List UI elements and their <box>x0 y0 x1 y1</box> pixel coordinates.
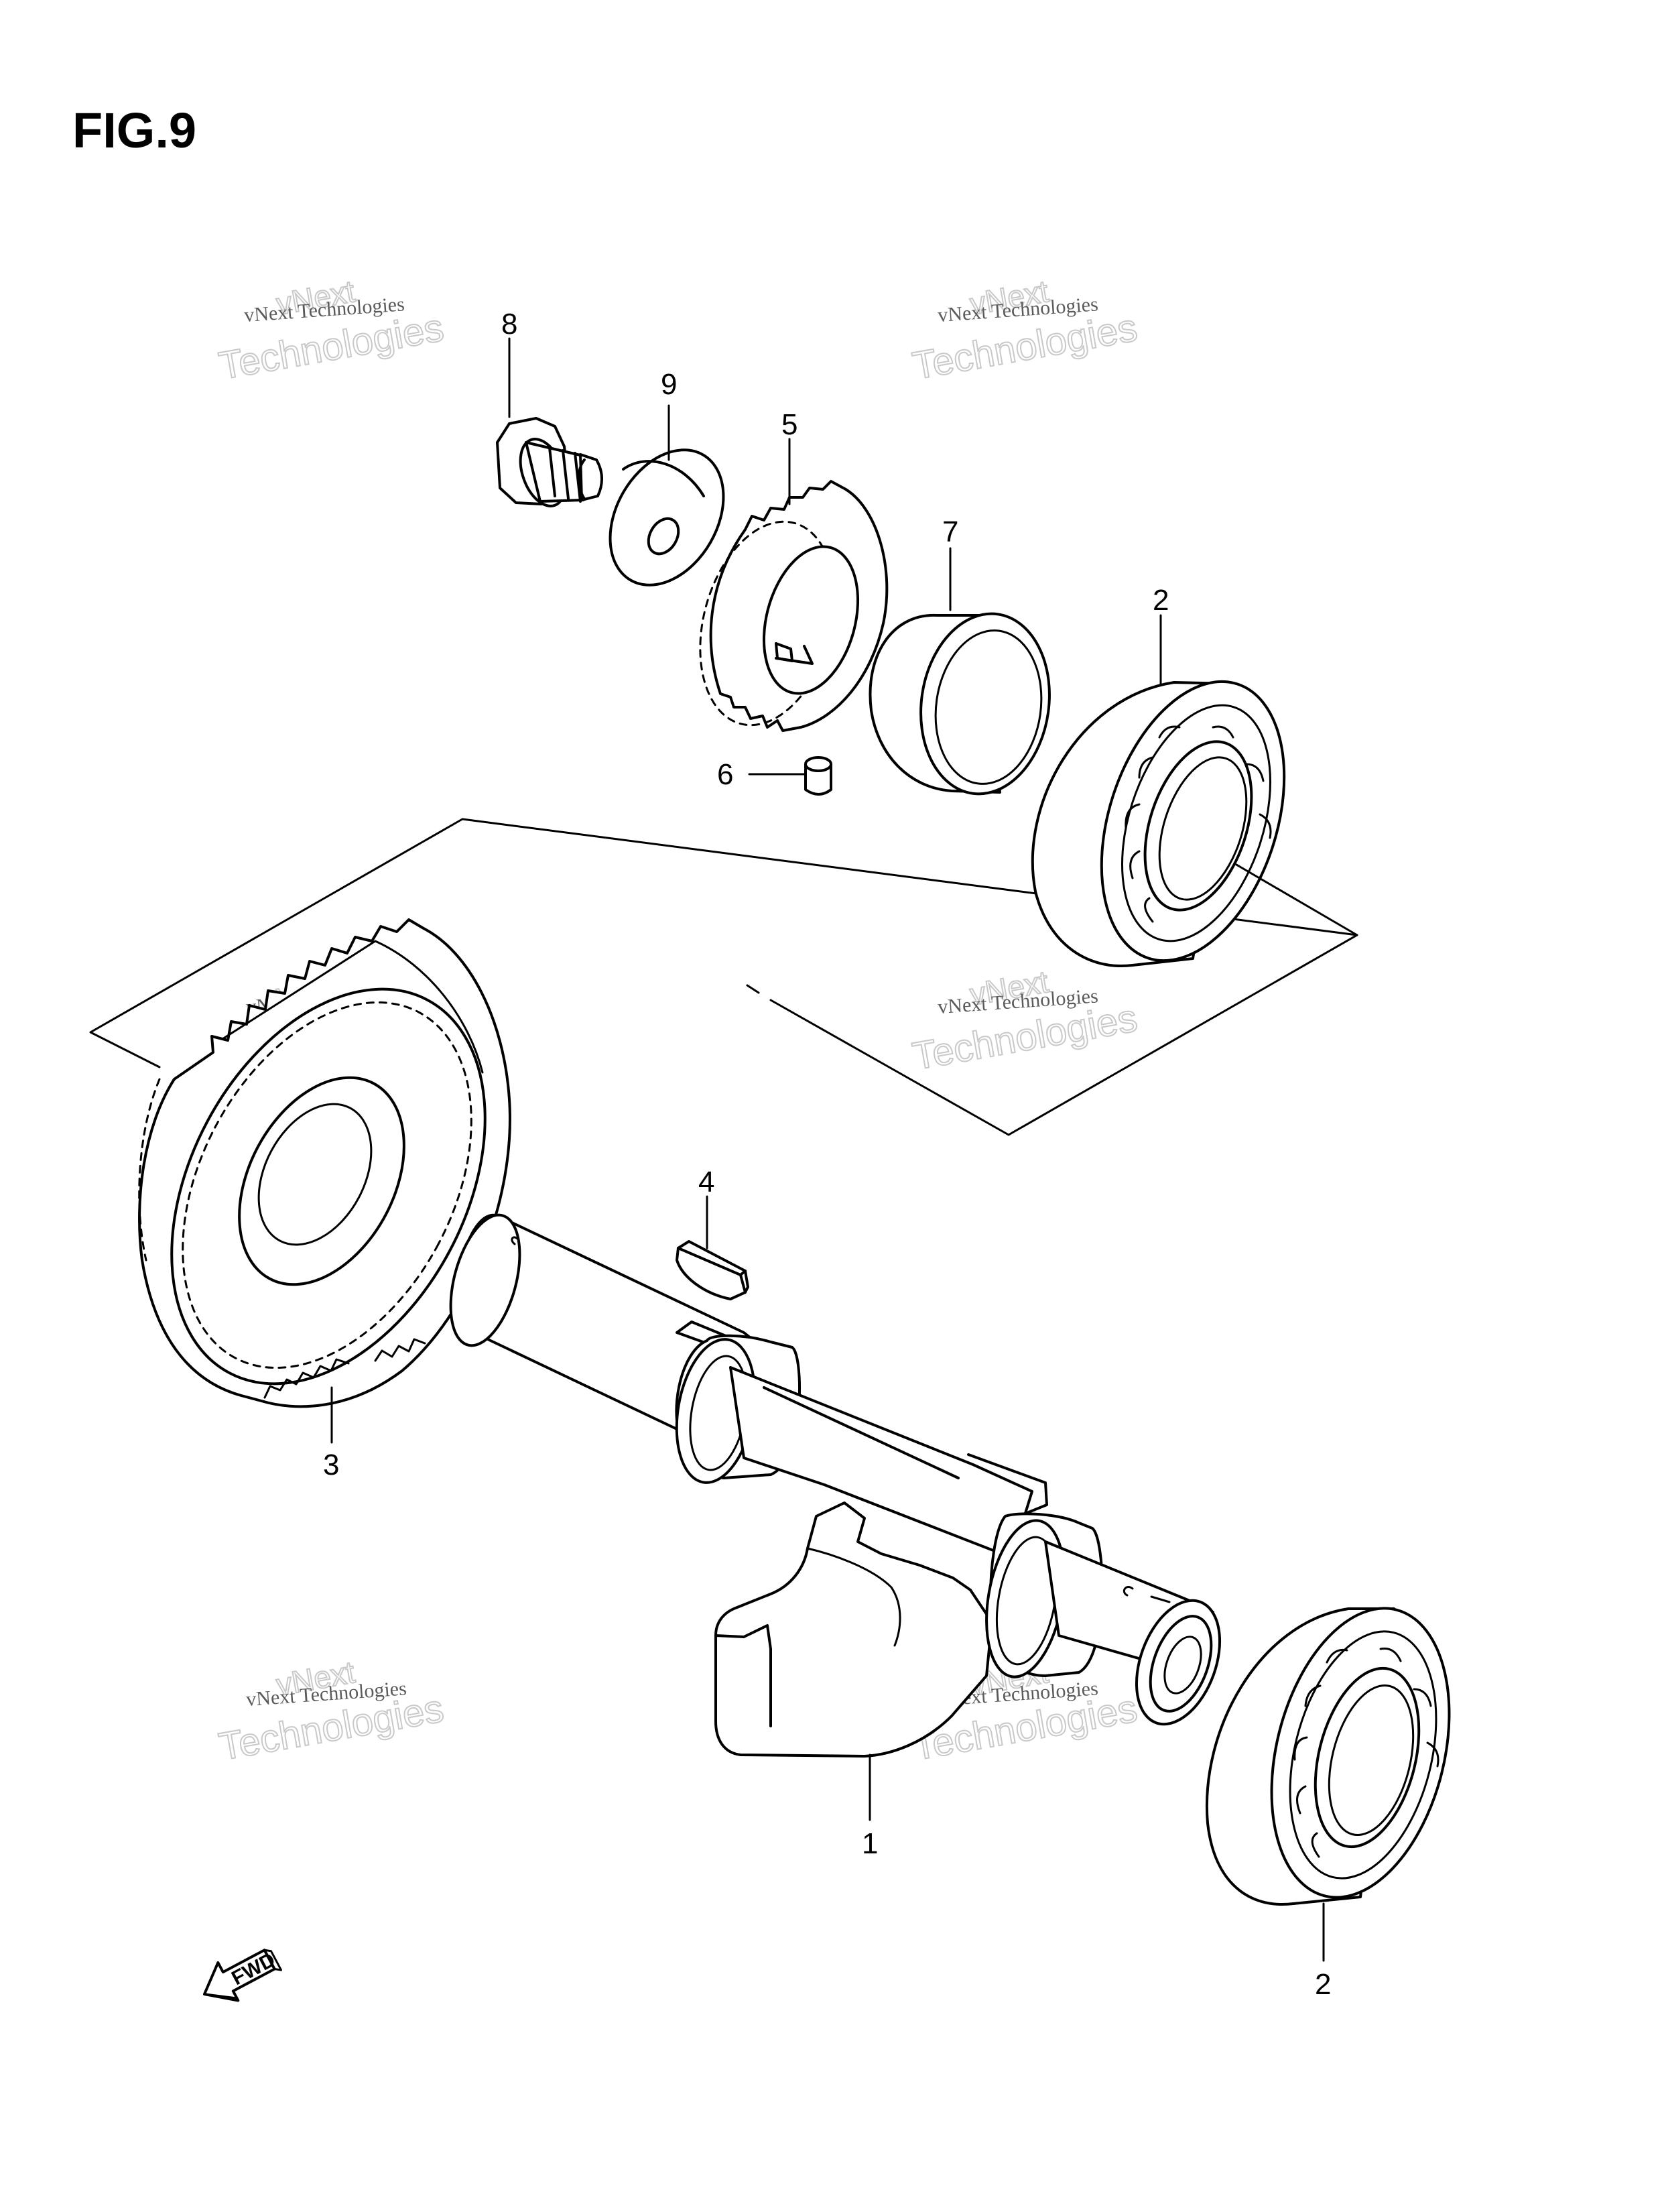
callout-7: 7 <box>942 515 958 548</box>
callout-8: 8 <box>501 308 517 341</box>
washer <box>609 448 725 587</box>
driven-gear-large <box>138 918 511 1408</box>
fwd-arrow-icon: FWD <box>203 1949 283 2002</box>
callout-1: 1 <box>862 1827 878 1860</box>
ball-bearing-top <box>1031 680 1286 967</box>
callout-3: 3 <box>323 1449 339 1481</box>
callout-6: 6 <box>717 758 733 791</box>
assembly-outline <box>89 818 1358 1136</box>
callout-2-bottom: 2 <box>1315 1968 1331 2001</box>
leader-lines <box>330 337 1358 1962</box>
flange-bolt <box>496 417 603 507</box>
callout-9: 9 <box>661 368 677 401</box>
figure-title: FIG.9 <box>72 103 196 158</box>
ball-bearing-bottom <box>1205 1607 1451 1906</box>
drive-gear-small <box>699 480 889 732</box>
dowel-pin <box>804 756 832 796</box>
callout-5: 5 <box>781 408 797 441</box>
callout-labels: 8 9 5 7 2 6 4 3 1 2 <box>323 308 1331 2001</box>
balancer-shaft <box>449 1213 1222 1758</box>
callout-2-top: 2 <box>1153 584 1169 617</box>
spacer-collar <box>869 612 1051 796</box>
woodruff-key <box>676 1240 749 1300</box>
callout-4: 4 <box>698 1166 714 1199</box>
